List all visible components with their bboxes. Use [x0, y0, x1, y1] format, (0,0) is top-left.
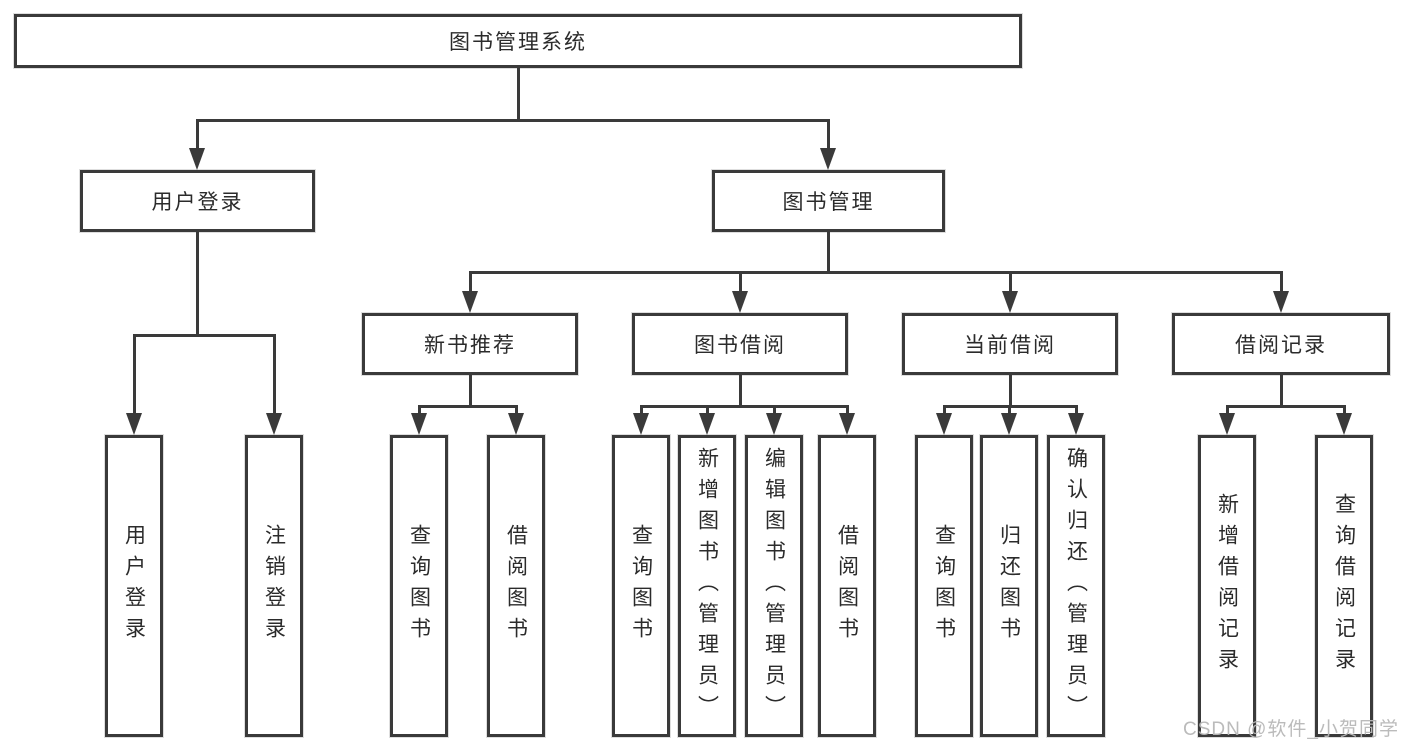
node-current-borrow-label: 当前借阅 — [964, 334, 1056, 357]
leaf-add-book-admin-label: 新增图书（管理员） — [695, 446, 719, 726]
connector-line — [196, 119, 199, 150]
node-new-book-recommend-label: 新书推荐 — [424, 334, 516, 357]
arrow-down-icon — [1001, 413, 1017, 435]
leaf-add-borrow-record-label: 新增借阅记录 — [1215, 493, 1239, 679]
arrow-down-icon — [766, 413, 782, 435]
csdn-watermark: CSDN @软件_小贺同学 — [1183, 719, 1399, 740]
leaf-query-book-borrow: 查询图书 — [612, 435, 670, 737]
node-book-management-label: 图书管理 — [782, 191, 875, 214]
connector-line — [273, 334, 276, 415]
node-user-login: 用户登录 — [80, 170, 315, 232]
leaf-borrow-book-recommend: 借阅图书 — [487, 435, 545, 737]
arrow-down-icon — [732, 291, 748, 313]
node-user-login-label: 用户登录 — [151, 191, 244, 214]
connector-line — [846, 405, 849, 415]
node-borrow-records-label: 借阅记录 — [1235, 334, 1327, 357]
leaf-return-book: 归还图书 — [980, 435, 1038, 737]
node-book-borrow-label: 图书借阅 — [694, 334, 786, 357]
connector-line — [418, 405, 518, 408]
connector-line — [640, 405, 643, 415]
arrow-down-icon — [1068, 413, 1084, 435]
leaf-query-book-recommend: 查询图书 — [390, 435, 448, 737]
leaf-query-book-current: 查询图书 — [915, 435, 973, 737]
leaf-logout: 注销登录 — [245, 435, 303, 737]
connector-line — [418, 405, 421, 415]
connector-line — [469, 271, 1283, 274]
node-borrow-records: 借阅记录 — [1172, 313, 1390, 375]
leaf-add-book-admin: 新增图书（管理员） — [678, 435, 736, 737]
connector-line — [517, 68, 520, 122]
leaf-user-login: 用户登录 — [105, 435, 163, 737]
connector-line — [469, 271, 472, 293]
leaf-confirm-return-admin-label: 确认归还（管理员） — [1064, 446, 1088, 726]
connector-line — [196, 119, 830, 122]
leaf-return-book-label: 归还图书 — [997, 524, 1021, 648]
connector-line — [943, 405, 946, 415]
leaf-query-borrow-record: 查询借阅记录 — [1315, 435, 1373, 737]
arrow-down-icon — [1219, 413, 1235, 435]
arrow-down-icon — [1273, 291, 1289, 313]
leaf-query-book-current-label: 查询图书 — [932, 524, 956, 648]
leaf-add-borrow-record: 新增借阅记录 — [1198, 435, 1256, 737]
leaf-query-borrow-record-label: 查询借阅记录 — [1332, 493, 1356, 679]
node-book-management: 图书管理 — [712, 170, 945, 232]
connector-line — [773, 405, 776, 415]
arrow-down-icon — [266, 413, 282, 435]
connector-line — [469, 375, 472, 408]
arrow-down-icon — [839, 413, 855, 435]
node-root: 图书管理系统 — [14, 14, 1022, 68]
leaf-edit-book-admin: 编辑图书（管理员） — [745, 435, 803, 737]
leaf-query-book-recommend-label: 查询图书 — [407, 524, 431, 648]
leaf-user-login-label: 用户登录 — [122, 524, 146, 648]
connector-line — [1075, 405, 1078, 415]
arrow-down-icon — [126, 413, 142, 435]
leaf-confirm-return-admin: 确认归还（管理员） — [1047, 435, 1105, 737]
leaf-borrow-book-label: 借阅图书 — [835, 524, 859, 648]
node-root-label: 图书管理系统 — [449, 31, 587, 54]
connector-line — [739, 271, 742, 293]
connector-line — [640, 405, 849, 408]
arrow-down-icon — [820, 148, 836, 170]
arrow-down-icon — [462, 291, 478, 313]
arrow-down-icon — [1002, 291, 1018, 313]
connector-line — [739, 375, 742, 408]
connector-line — [515, 405, 518, 415]
connector-line — [827, 119, 830, 150]
leaf-logout-label: 注销登录 — [262, 524, 286, 648]
connector-line — [1280, 271, 1283, 293]
connector-line — [1008, 405, 1011, 415]
connector-line — [1226, 405, 1346, 408]
arrow-down-icon — [411, 413, 427, 435]
arrow-down-icon — [1336, 413, 1352, 435]
connector-line — [827, 232, 830, 274]
arrow-down-icon — [936, 413, 952, 435]
arrow-down-icon — [189, 148, 205, 170]
connector-line — [1009, 271, 1012, 293]
connector-line — [1280, 375, 1283, 408]
leaf-query-book-borrow-label: 查询图书 — [629, 524, 653, 648]
connector-line — [1226, 405, 1229, 415]
leaf-borrow-book-recommend-label: 借阅图书 — [504, 524, 528, 648]
connector-line — [196, 232, 199, 337]
connector-line — [1009, 375, 1012, 408]
leaf-edit-book-admin-label: 编辑图书（管理员） — [762, 446, 786, 726]
node-new-book-recommend: 新书推荐 — [362, 313, 578, 375]
connector-line — [1343, 405, 1346, 415]
node-current-borrow: 当前借阅 — [902, 313, 1118, 375]
connector-line — [706, 405, 709, 415]
node-book-borrow: 图书借阅 — [632, 313, 848, 375]
arrow-down-icon — [633, 413, 649, 435]
leaf-borrow-book: 借阅图书 — [818, 435, 876, 737]
arrow-down-icon — [508, 413, 524, 435]
connector-line — [133, 334, 276, 337]
arrow-down-icon — [699, 413, 715, 435]
connector-line — [133, 334, 136, 415]
